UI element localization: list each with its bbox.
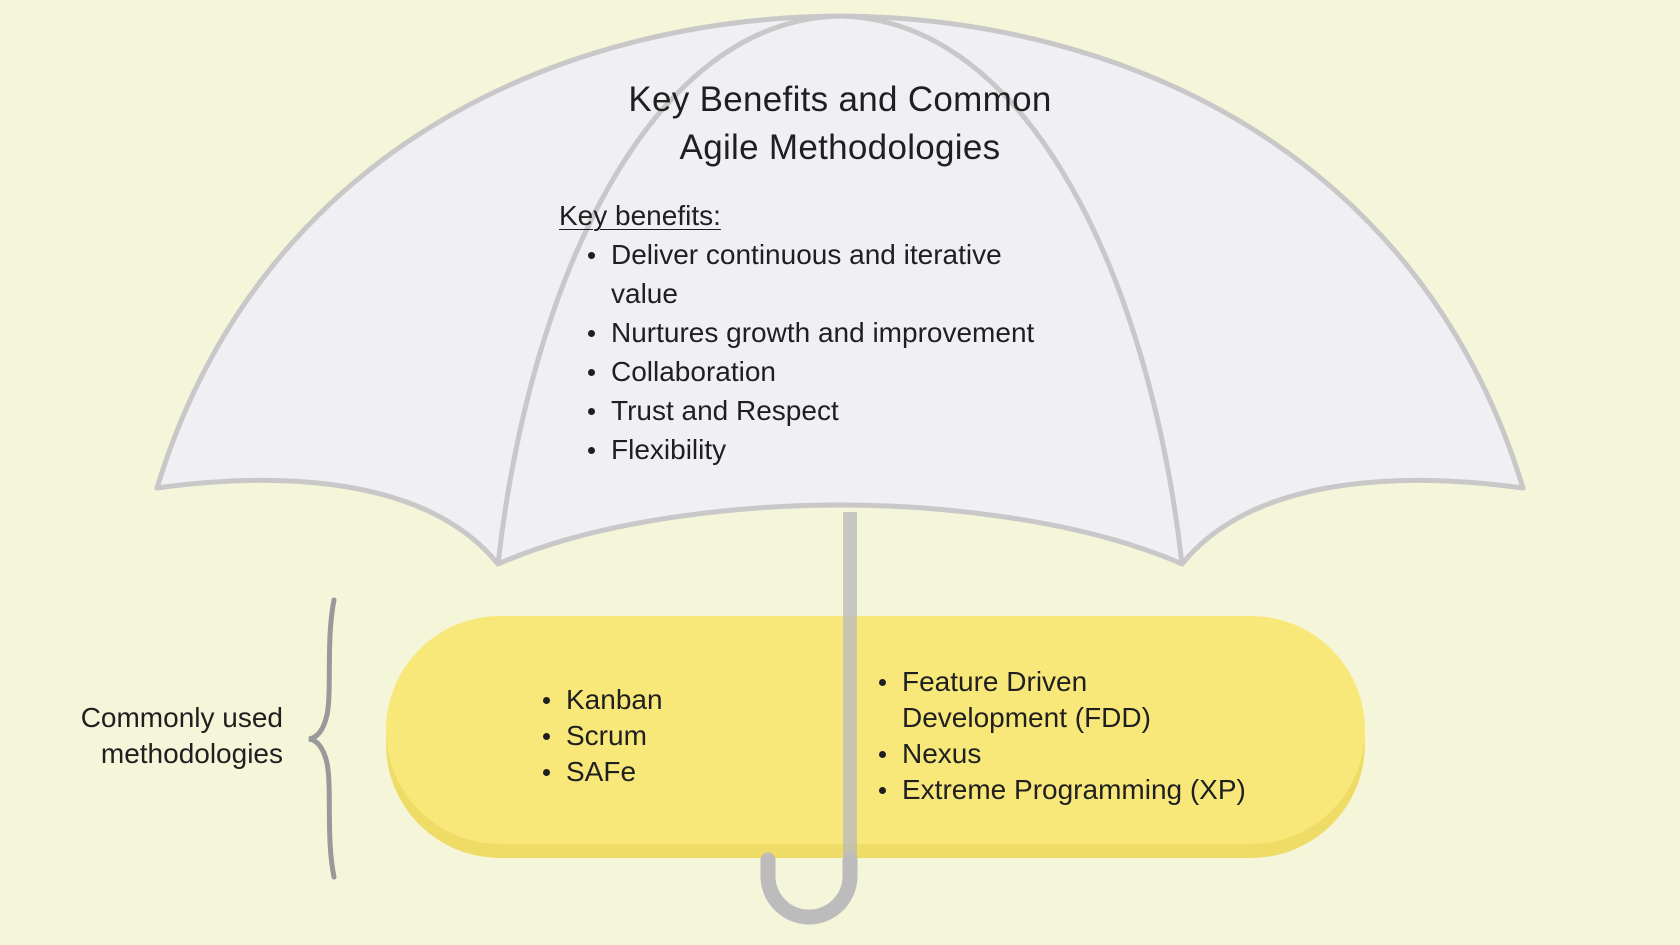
list-item: Scrum — [514, 718, 663, 754]
methodologies-label-line-2: methodologies — [100, 738, 283, 769]
list-item: Nexus — [850, 736, 1270, 772]
umbrella-handle-hook — [760, 852, 858, 925]
umbrella-canopy — [154, 13, 1526, 567]
key-benefits-heading: Key benefits: — [559, 200, 721, 231]
umbrella-rib-left — [495, 13, 841, 565]
title-line-2: Agile Methodologies — [679, 128, 1001, 167]
methodologies-label-line-1: Commonly used — [80, 702, 283, 733]
list-item: Feature Driven Development (FDD) — [850, 664, 1172, 736]
list-item: Flexibility — [559, 430, 1071, 469]
list-item: Nurtures growth and improvement — [559, 313, 1071, 352]
list-item: Deliver continuous and iterative value — [559, 235, 1071, 313]
list-item: SAFe — [514, 754, 663, 790]
list-item: Trust and Respect — [559, 391, 1071, 430]
key-benefits-list: Deliver continuous and iterative value N… — [559, 235, 1119, 469]
curly-brace — [308, 597, 337, 880]
umbrella-rib-right — [839, 13, 1185, 565]
title-line-1: Key Benefits and Common — [628, 80, 1052, 119]
key-benefits-section: Key benefits: Deliver continuous and ite… — [559, 196, 1119, 469]
methodologies-list-left: Kanban Scrum SAFe — [514, 682, 663, 790]
list-item: Collaboration — [559, 352, 1071, 391]
list-item: Extreme Programming (XP) — [850, 772, 1270, 808]
methodologies-pill — [386, 616, 1365, 844]
diagram-title: Key Benefits and Common Agile Methodolog… — [540, 76, 1140, 172]
methodologies-label: Commonly used methodologies — [40, 700, 283, 772]
methodologies-list-right: Feature Driven Development (FDD) Nexus E… — [850, 664, 1270, 808]
list-item: Kanban — [514, 682, 663, 718]
